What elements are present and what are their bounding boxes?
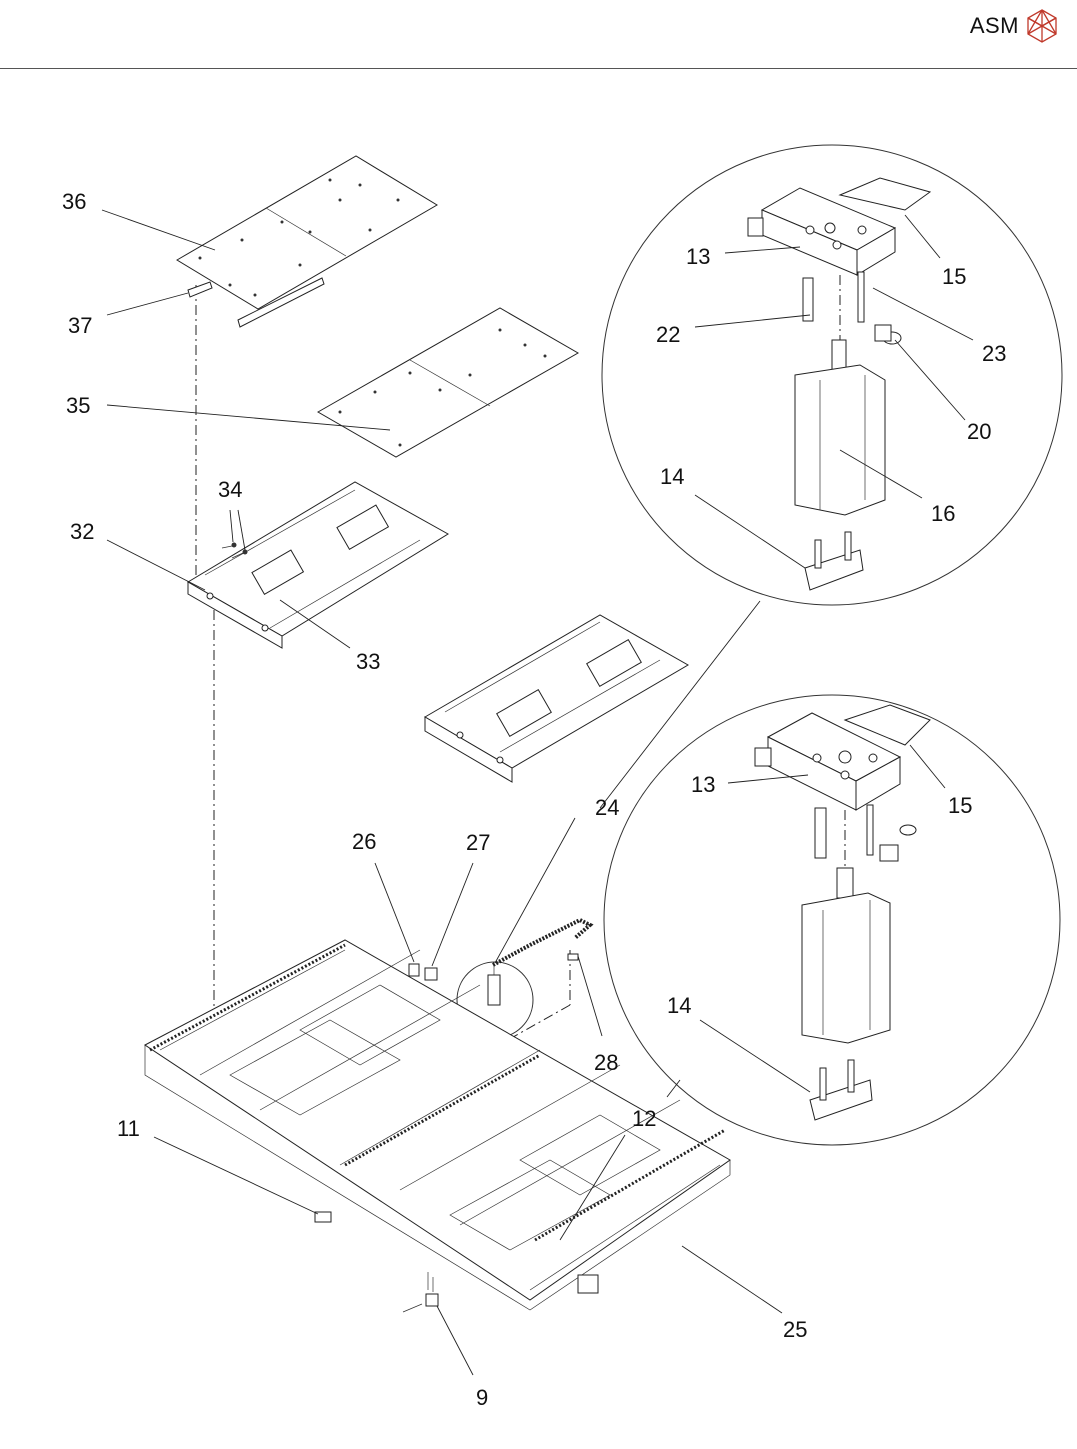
callout-37: 37 xyxy=(68,313,92,338)
callout-36: 36 xyxy=(62,189,86,214)
part-35-plate xyxy=(318,308,578,457)
part-32-frame-assembly xyxy=(188,482,448,648)
callout-34: 34 xyxy=(218,477,242,502)
callout-22: 22 xyxy=(656,322,680,347)
callout-14-bottom: 14 xyxy=(667,993,691,1018)
callout-27: 27 xyxy=(466,830,490,855)
callout-13-bottom: 13 xyxy=(691,772,715,797)
part-27-bracket xyxy=(425,968,437,980)
callout-13-top: 13 xyxy=(686,244,710,269)
callout-28: 28 xyxy=(594,1050,618,1075)
callout-26: 26 xyxy=(352,829,376,854)
callout-14-top: 14 xyxy=(660,464,684,489)
callout-15-top: 15 xyxy=(942,264,966,289)
callout-16: 16 xyxy=(931,501,955,526)
detail-top-assembly xyxy=(748,178,930,590)
part-9-bracket xyxy=(403,1272,438,1312)
callout-20: 20 xyxy=(967,419,991,444)
part-28-bracket xyxy=(568,954,578,960)
frame-assembly-alt xyxy=(425,615,688,782)
callout-32: 32 xyxy=(70,519,94,544)
callout-15-bottom: 15 xyxy=(948,793,972,818)
callout-35: 35 xyxy=(66,393,90,418)
callout-9: 9 xyxy=(476,1385,488,1410)
callout-24: 24 xyxy=(595,795,619,820)
callout-33: 33 xyxy=(356,649,380,674)
callout-23: 23 xyxy=(982,341,1006,366)
callout-12: 12 xyxy=(632,1106,656,1131)
callout-25: 25 xyxy=(783,1317,807,1342)
callout-11: 11 xyxy=(117,1116,140,1141)
detail-bottom-assembly xyxy=(755,705,930,1120)
part-26-bracket xyxy=(409,964,419,976)
